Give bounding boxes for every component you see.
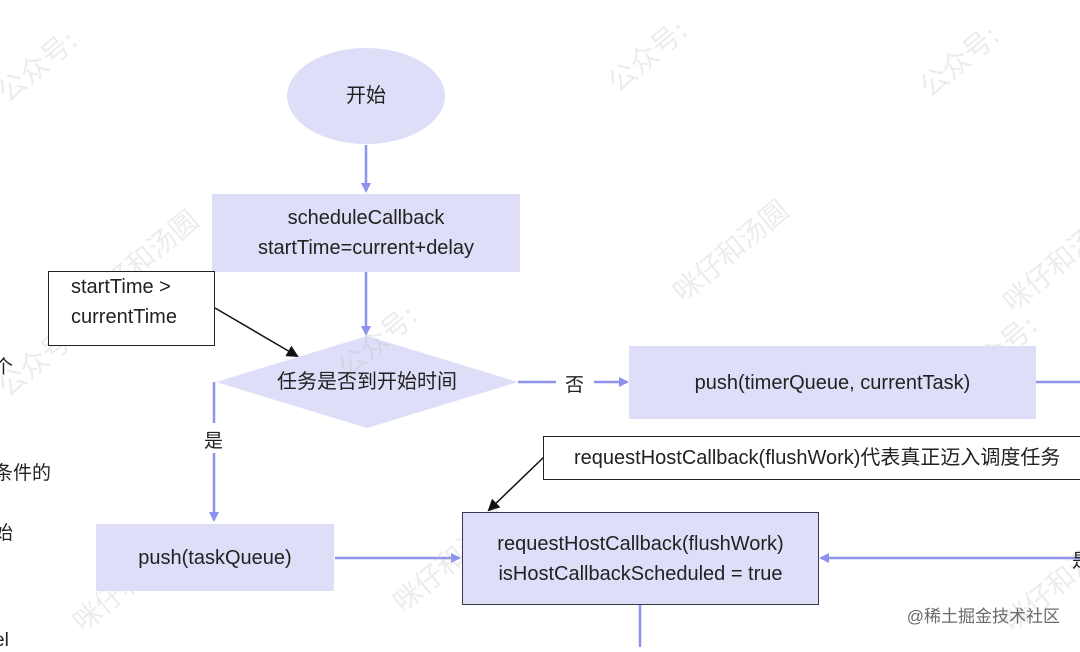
request-label-line2: isHostCallbackScheduled = true: [498, 562, 783, 585]
clipped-text: 条件的: [0, 463, 52, 484]
starttime-note: startTime > currentTime: [48, 271, 215, 346]
push-timer-node: push(timerQueue, currentTask): [629, 346, 1036, 419]
note-pointer-starttime: [214, 307, 299, 358]
push-task-label: push(taskQueue): [138, 546, 292, 569]
clipped-text: 个: [0, 357, 14, 378]
clipped-text: el: [0, 630, 9, 651]
decision-diamond: [216, 336, 518, 428]
decision-text: 任务是否到开始时间: [277, 371, 457, 393]
starttime-note-line1: startTime >: [71, 276, 171, 298]
decision-label: 任务是否到开始时间: [236, 366, 498, 398]
request-note: requestHostCallback(flushWork)代表真正迈入调度任务: [543, 436, 1080, 480]
starttime-note-line2: currentTime: [71, 306, 177, 328]
schedule-callback-node: scheduleCallback startTime=current+delay: [212, 194, 520, 272]
site-credit: @稀土掘金技术社区: [906, 607, 1060, 626]
clipped-text: 始: [0, 523, 14, 544]
request-label-line1: requestHostCallback(flushWork): [497, 532, 784, 555]
request-note-label: requestHostCallback(flushWork)代表真正迈入调度任务: [574, 447, 1061, 469]
schedule-label-line1: scheduleCallback: [287, 207, 445, 229]
start-label: 开始: [346, 85, 386, 107]
edge-label-no: 否: [565, 375, 585, 396]
push-task-node: push(taskQueue): [96, 524, 334, 591]
schedule-label-line2: startTime=current+delay: [257, 237, 474, 259]
edge-label-yes: 是: [204, 431, 224, 452]
note-pointer-request: [487, 455, 546, 512]
start-node: 开始: [287, 48, 445, 144]
edge-label-yes-right: 是: [1072, 546, 1080, 573]
push-timer-label: push(timerQueue, currentTask): [694, 371, 971, 394]
request-host-callback-node: requestHostCallback(flushWork) isHostCal…: [462, 512, 819, 605]
